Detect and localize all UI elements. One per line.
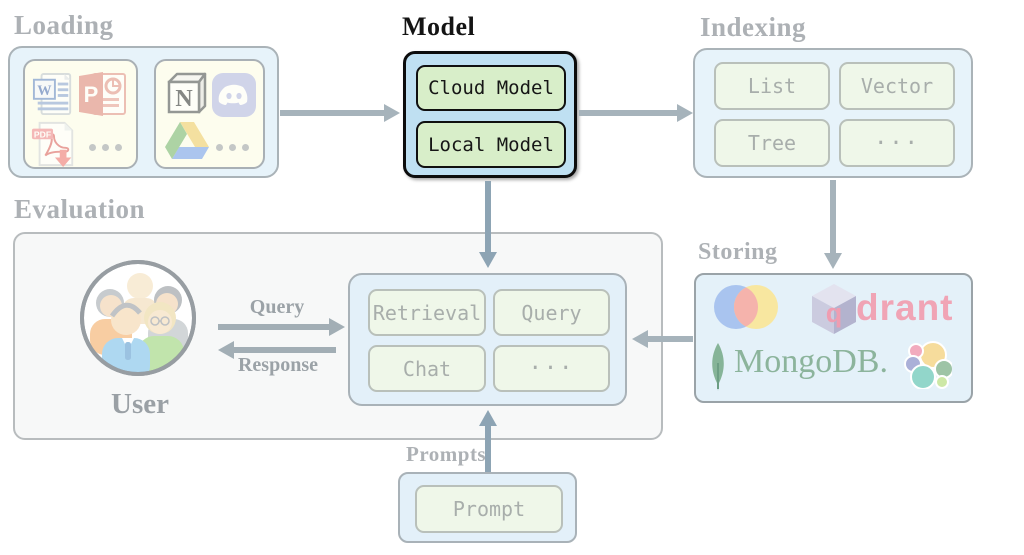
query-arrow-label: Query xyxy=(249,296,305,318)
node-local-model: Local Model xyxy=(416,121,566,168)
loading-panel: W P xyxy=(8,46,279,178)
prompts-label: Prompts xyxy=(406,442,487,466)
google-drive-icon xyxy=(164,121,210,161)
loading-app-group: N xyxy=(154,59,265,169)
user-group-icon xyxy=(76,256,200,380)
prompt-panel: Prompt xyxy=(398,472,577,543)
svg-text:q: q xyxy=(826,298,843,328)
qdrant-logo-icon: q xyxy=(812,284,856,339)
loading-file-group: W P xyxy=(23,59,138,169)
chroma-logo-icon xyxy=(710,283,782,336)
svg-text:W: W xyxy=(37,83,52,99)
storing-title: Storing xyxy=(698,239,778,265)
node-index-ellipsis: ··· xyxy=(839,119,955,167)
node-cloud-model: Cloud Model xyxy=(416,65,566,111)
node-vector-index: Vector xyxy=(839,62,955,110)
svg-text:P: P xyxy=(84,82,99,107)
indexing-panel: List Vector Tree ··· xyxy=(693,48,973,178)
mongodb-leaf-icon xyxy=(706,341,730,398)
node-chat: Chat xyxy=(368,345,486,392)
word-icon: W xyxy=(32,72,74,118)
user-label: User xyxy=(111,388,169,420)
notion-icon: N xyxy=(161,70,209,118)
indexing-title: Indexing xyxy=(700,12,807,42)
ellipsis-icon xyxy=(89,144,122,151)
svg-text:PDF: PDF xyxy=(34,129,51,139)
pdf-icon: PDF xyxy=(30,119,78,169)
svg-text:N: N xyxy=(175,86,193,112)
evaluation-title: Evaluation xyxy=(14,194,146,224)
elasticsearch-logo-icon xyxy=(904,341,954,394)
node-list-index: List xyxy=(714,62,830,110)
node-querying-ellipsis: ··· xyxy=(493,345,610,392)
querying-panel: Retrieval Query Chat ··· xyxy=(348,273,627,406)
arrow-model-to-indexing xyxy=(579,104,693,122)
qdrant-wordmark: drant xyxy=(856,287,954,328)
ellipsis-icon xyxy=(216,144,249,151)
node-query: Query xyxy=(493,289,610,336)
arrow-loading-to-model xyxy=(280,104,400,122)
arrow-indexing-to-storing xyxy=(824,180,842,269)
loading-title: Loading xyxy=(14,10,114,40)
model-title: Model xyxy=(402,12,476,41)
node-retrieval: Retrieval xyxy=(368,289,486,336)
mongodb-wordmark: MongoDB. xyxy=(734,343,888,380)
discord-icon xyxy=(212,73,256,117)
node-tree-index: Tree xyxy=(714,119,830,167)
storing-panel: q drant MongoDB. xyxy=(694,273,973,403)
model-panel: Cloud Model Local Model xyxy=(403,51,577,178)
response-arrow-label: Response xyxy=(237,354,318,376)
node-prompt: Prompt xyxy=(415,485,563,533)
powerpoint-icon: P xyxy=(77,70,127,118)
